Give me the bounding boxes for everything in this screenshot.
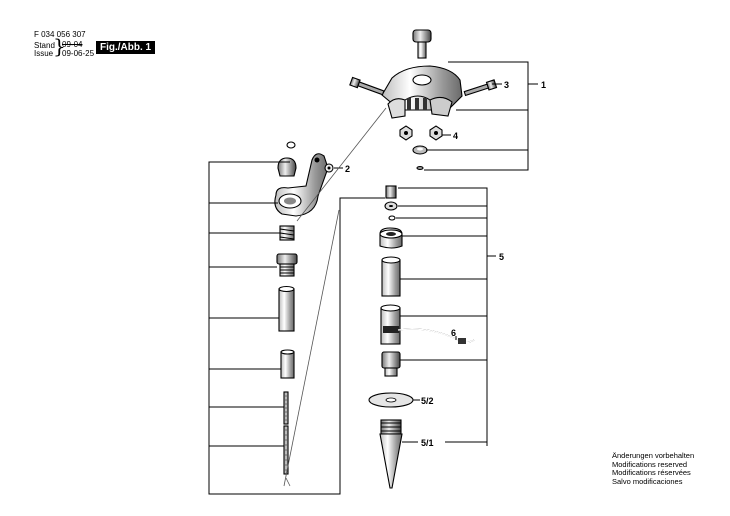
callout-1: 1	[541, 80, 546, 90]
stand-label: Stand	[34, 41, 55, 50]
callout-3: 3	[504, 80, 509, 90]
callout-5: 5	[499, 252, 504, 262]
left-column-parts	[276, 225, 298, 475]
note-line: Änderungen vorbehalten	[612, 451, 695, 460]
arm-part	[274, 141, 334, 217]
figure-label: Fig./Abb. 1	[96, 41, 156, 54]
issue-label: Issue	[34, 49, 54, 58]
callout-4: 4	[453, 131, 458, 141]
issue-date: 09-06-25	[62, 49, 95, 58]
callout-5-2: 5/2	[421, 396, 434, 406]
callout-6: 6	[451, 328, 456, 338]
document-number: F 034 056 307	[34, 30, 86, 39]
callout-2: 2	[345, 164, 350, 174]
callout-5-1: 5/1	[421, 438, 434, 448]
modification-notes: Änderungen vorbehalten Modifications res…	[612, 451, 695, 486]
note-line: Modifications réservées	[612, 468, 691, 478]
brace-symbol: }	[53, 34, 66, 58]
stand-date: 09-04	[62, 40, 83, 49]
bracket-assembly-part	[349, 29, 498, 171]
note-line: Modifications reserved	[612, 459, 688, 469]
note-line: Salvo modificaciones	[612, 476, 683, 486]
leader-lines	[208, 61, 538, 495]
